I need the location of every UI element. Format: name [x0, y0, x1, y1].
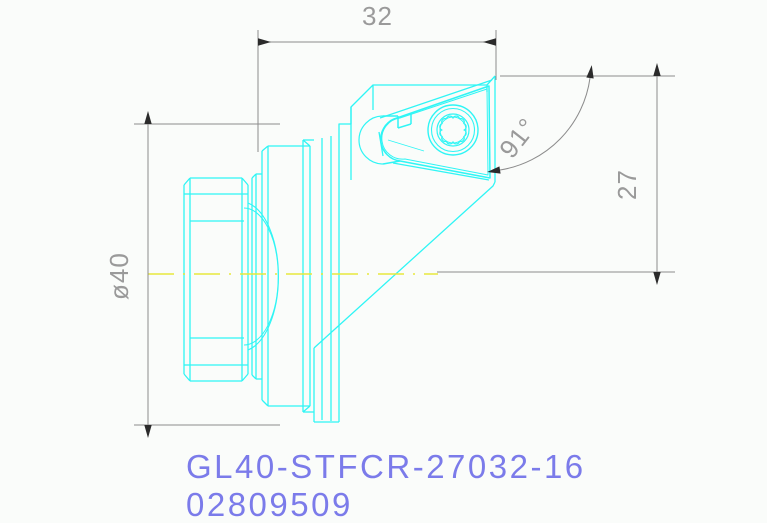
part-number-label: GL40-STFCR-27032-16	[186, 448, 586, 485]
shank-collar	[243, 173, 279, 380]
dimension-label-angle-91: 91°	[493, 112, 543, 164]
tool-body-outline	[313, 75, 496, 423]
hex-lock-nut	[183, 177, 249, 382]
dimension-label-diameter-40: ø40	[104, 252, 134, 300]
dimension-angle-91	[487, 65, 594, 174]
tool-head-detail	[350, 75, 496, 181]
carbide-insert	[358, 85, 491, 179]
dimension-label-27: 27	[612, 169, 642, 200]
dimension-diameter-40	[134, 111, 280, 438]
order-code-label: 02809509	[186, 486, 353, 523]
tool-geometry-group	[183, 75, 496, 423]
coupling-flange	[261, 139, 314, 413]
dimension-lines-group	[134, 30, 675, 438]
dimension-label-32: 32	[362, 1, 393, 31]
torx-clamp-screw	[427, 104, 479, 156]
